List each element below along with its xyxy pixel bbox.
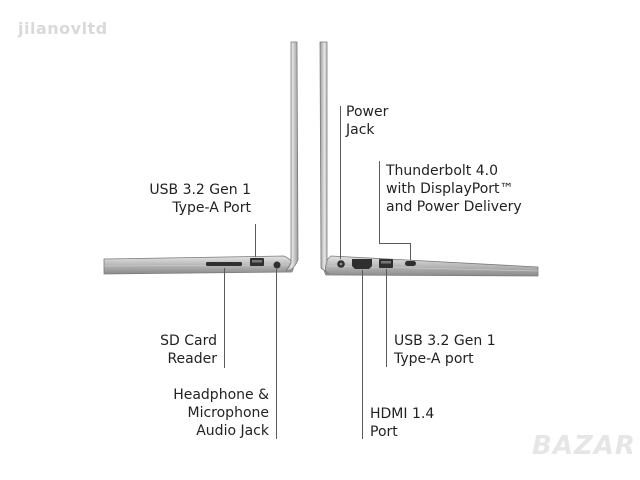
- usb-right-leader: [386, 269, 387, 367]
- thunderbolt-leader-drop: [410, 243, 411, 260]
- usb-right-label: USB 3.2 Gen 1 Type-A port: [394, 333, 496, 367]
- power-jack-label: Power Jack: [346, 104, 389, 138]
- thunderbolt-port: [405, 261, 416, 266]
- watermark-text: jilanovltd: [18, 19, 108, 38]
- headphone-leader: [276, 269, 277, 439]
- brand-watermark-logo: BAZAR: [532, 431, 636, 461]
- sd-card-slot-port: [206, 262, 242, 266]
- sd-card-leader: [224, 268, 225, 368]
- thunderbolt-leader-vertical: [379, 161, 380, 243]
- right-laptop-lid: [319, 41, 330, 275]
- usb-left-leader: [255, 224, 256, 257]
- headphone-label: Headphone & Microphone Audio Jack: [173, 387, 269, 439]
- headphone-jack-port: [273, 261, 281, 269]
- hdmi-port: [352, 259, 372, 269]
- power-leader: [340, 106, 341, 259]
- left-laptop-lid: [285, 41, 299, 272]
- thunderbolt-label: Thunderbolt 4.0 with DisplayPort™ and Po…: [386, 163, 522, 215]
- hdmi-label: HDMI 1.4 Port: [370, 406, 435, 440]
- left-laptop: [103, 41, 299, 275]
- hdmi-leader: [362, 270, 363, 439]
- thunderbolt-leader-horizontal: [379, 243, 410, 244]
- sd-card-label: SD Card Reader: [160, 333, 217, 367]
- usb-left-label: USB 3.2 Gen 1 Type-A Port: [149, 182, 251, 216]
- right-laptop: [319, 41, 539, 277]
